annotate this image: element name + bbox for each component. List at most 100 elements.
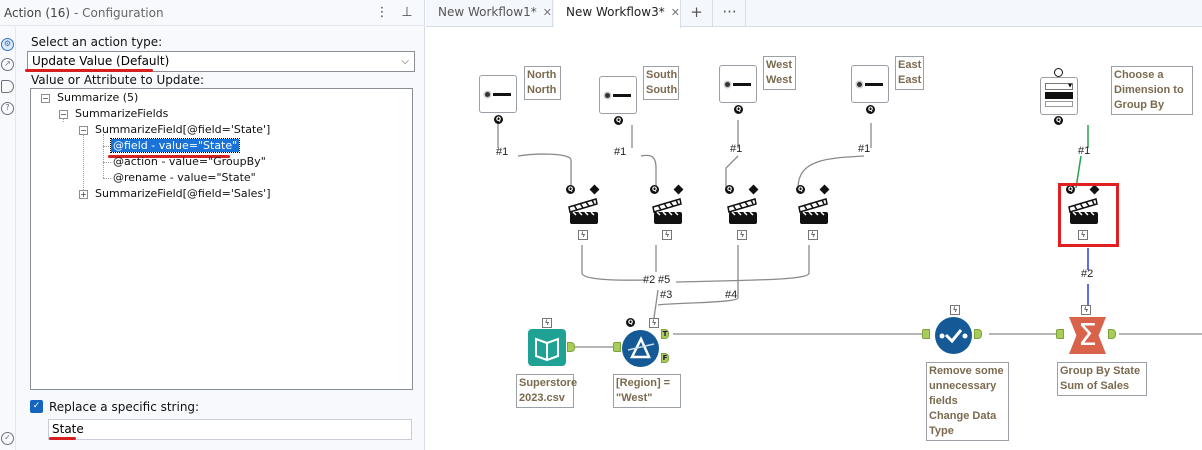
replace-string-input[interactable]: State — [48, 419, 412, 440]
bolt-icon: ϟ — [578, 230, 588, 240]
text-bar-icon — [865, 83, 883, 86]
tree-node-summarizefield-state[interactable]: − SummarizeField[@field='State'] — [79, 123, 271, 136]
question-anchor-icon: Q — [566, 185, 575, 194]
text-bar-icon — [493, 93, 511, 96]
wire-label: #1 — [858, 143, 871, 155]
tree-node-summarizefield-sales[interactable]: + SummarizeField[@field='Sales'] — [79, 187, 271, 200]
action-type-select[interactable]: Update Value (Default) ⌵ — [27, 51, 415, 72]
tree-node-field-value[interactable]: @field - value="State" — [109, 138, 241, 153]
radio-dot-icon — [725, 82, 730, 87]
wire-action1-out — [581, 245, 647, 281]
workflow-tabbar: New Workflow1*✕ New Workflow3*✕ + ··· — [426, 0, 1202, 28]
check-icon — [939, 329, 968, 344]
input-data-tool[interactable] — [528, 329, 566, 366]
bolt-icon: ϟ — [737, 230, 747, 240]
panel-header: Action (16) - Configuration ⋮ ⊥ — [0, 0, 425, 26]
tree-node-summarizefields[interactable]: − SummarizeFields — [59, 107, 169, 120]
annotation-select: Remove some unnecessary fields Change Da… — [926, 362, 1009, 441]
wire-dropdown-green — [1075, 125, 1089, 189]
wire-label: #2 — [643, 274, 656, 286]
collapse-toggle[interactable]: − — [79, 126, 88, 135]
expand-toggle[interactable]: + — [79, 190, 88, 199]
add-tab-button[interactable]: + — [681, 0, 713, 27]
book-icon — [535, 337, 559, 362]
panel-title: Action (16) — [4, 5, 71, 20]
textbox-tool-south[interactable] — [599, 76, 637, 114]
tab-new-workflow3[interactable]: New Workflow3*✕ — [554, 0, 681, 28]
prism-icon — [627, 336, 655, 359]
bolt-icon: ϟ — [950, 305, 960, 315]
replace-string-label: Replace a specific string: — [49, 400, 200, 414]
help-icon[interactable]: ? — [1, 102, 14, 115]
tab-new-workflow1[interactable]: New Workflow1*✕ — [426, 0, 553, 27]
select-tool[interactable] — [935, 317, 972, 354]
textbox-tool-west[interactable] — [719, 65, 757, 103]
gear-icon[interactable]: ⚙ — [1, 38, 14, 51]
textbox-tool-north[interactable] — [479, 75, 517, 113]
red-underline-annotation — [108, 155, 230, 158]
text-bar-icon — [613, 94, 631, 97]
more-tabs-button[interactable]: ··· — [714, 0, 746, 27]
close-icon[interactable]: ✕ — [670, 6, 680, 19]
chevron-down-icon: ⌵ — [401, 56, 409, 67]
question-anchor-icon: Q — [650, 185, 659, 194]
wire-action3-out — [657, 245, 739, 306]
red-underline-annotation — [25, 69, 153, 72]
collapse-toggle[interactable]: − — [59, 110, 68, 119]
workflow-canvas[interactable]: Q North North Q South South Q West West … — [426, 28, 1202, 450]
tree-node-summarize[interactable]: − Summarize (5) — [41, 91, 139, 104]
output-anchor[interactable] — [567, 342, 575, 352]
radio-dot-icon — [605, 93, 610, 98]
question-anchor-icon — [1054, 68, 1063, 77]
side-rail: ⚙ ↗ ? ✓ — [0, 27, 16, 450]
annotation-summarize: Group By State Sum of Sales — [1057, 362, 1147, 396]
status-check-icon[interactable]: ✓ — [1, 432, 14, 445]
tree-node-action-value[interactable]: @action - value="GroupBy" — [113, 155, 266, 168]
tree-node-rename-value[interactable]: @rename - value="State" — [113, 171, 256, 184]
dropdown-tool[interactable]: ▼ — [1040, 77, 1078, 115]
clapperboard-icon — [727, 198, 757, 224]
clapperboard-icon — [568, 198, 598, 224]
pin-icon[interactable]: ⊥ — [401, 5, 413, 20]
annotation-dropdown: Choose a Dimension to Group By — [1111, 66, 1193, 115]
input-anchor[interactable] — [922, 329, 930, 339]
wire-to-filter — [653, 289, 659, 319]
list-selected-bar — [1045, 92, 1073, 99]
wire-label: #2 — [1081, 268, 1094, 280]
collapse-toggle[interactable]: − — [41, 94, 50, 103]
attribute-tree[interactable]: − Summarize (5) − SummarizeFields − Summ… — [30, 88, 413, 390]
false-anchor[interactable]: F — [661, 353, 669, 363]
true-anchor[interactable]: T — [661, 329, 669, 339]
action-type-value: Update Value (Default) — [32, 54, 170, 68]
value-attribute-label: Value or Attribute to Update: — [31, 73, 205, 87]
wire-label: #5 — [658, 274, 671, 286]
wire-label: #4 — [725, 289, 738, 301]
filter-tool[interactable] — [622, 330, 659, 367]
wire-label: #1 — [614, 146, 627, 158]
replace-string-checkbox[interactable]: ✓ — [30, 400, 43, 413]
input-anchor[interactable] — [1056, 329, 1064, 339]
input-anchor[interactable] — [613, 342, 621, 352]
question-anchor-icon: Q — [1054, 116, 1063, 125]
connection-wires — [497, 120, 1202, 348]
navigate-icon[interactable]: ↗ — [1, 58, 14, 71]
annotation-north: North North — [524, 66, 561, 100]
output-anchor[interactable] — [1108, 329, 1116, 339]
output-anchor[interactable] — [974, 329, 982, 339]
question-anchor-icon: Q — [614, 116, 623, 125]
annotation-filter: [Region] = "West" — [613, 374, 681, 408]
question-anchor-icon: Q — [626, 318, 635, 327]
radio-dot-icon — [857, 82, 862, 87]
tag-icon[interactable] — [1, 80, 14, 93]
close-icon[interactable]: ✕ — [542, 6, 552, 19]
textbox-tool-east[interactable] — [851, 65, 889, 103]
bolt-icon: ϟ — [662, 230, 672, 240]
more-options-icon[interactable]: ⋮ — [375, 5, 389, 20]
question-anchor-icon: Q — [725, 185, 734, 194]
annotation-south: South South — [643, 66, 679, 100]
